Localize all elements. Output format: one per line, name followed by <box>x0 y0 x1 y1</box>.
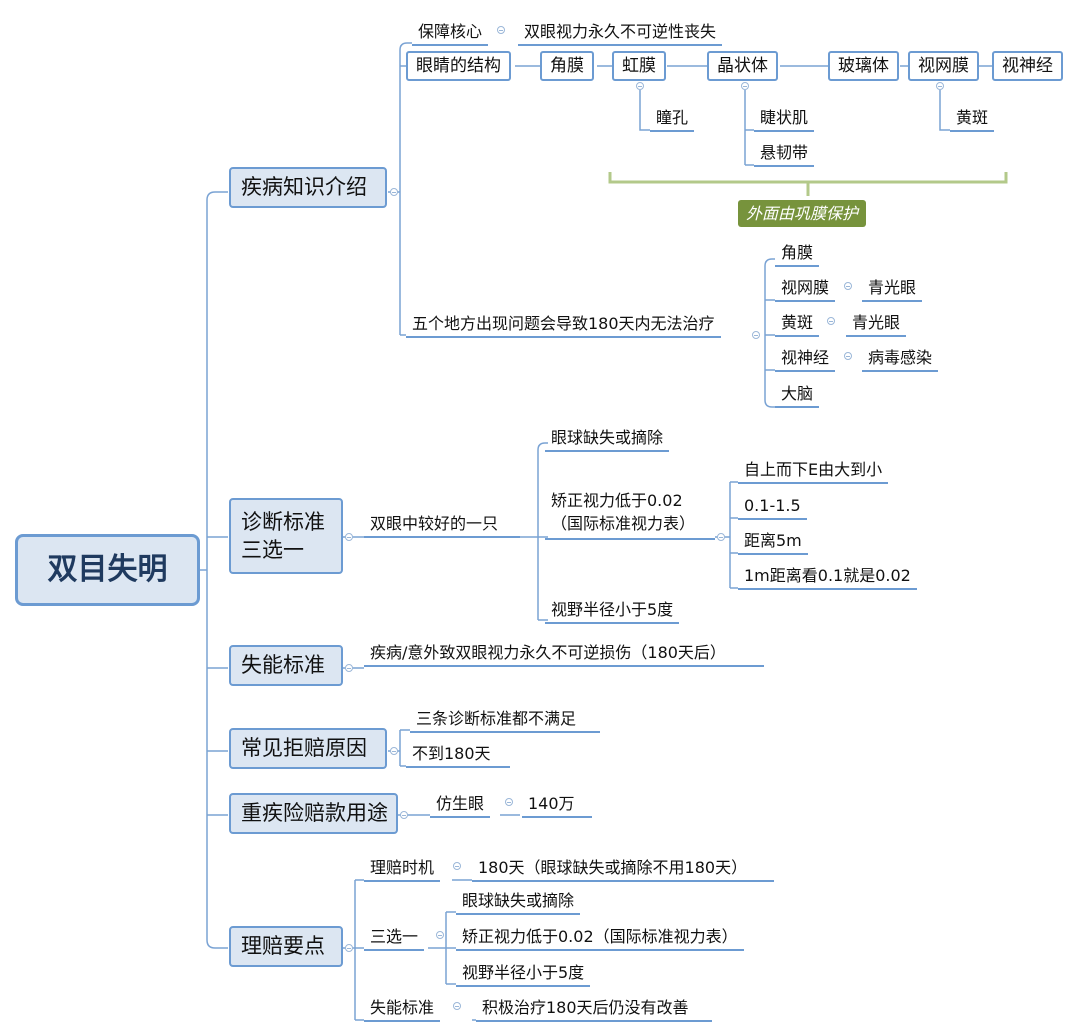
main-trunk <box>206 191 228 949</box>
disability-text[interactable]: 疾病/意外致双眼视力永久不可逆损伤（180天后） <box>364 641 764 668</box>
rejection-reason-standards[interactable]: 三条诊断标准都不满足 <box>410 707 600 734</box>
lens-connector <box>744 90 754 166</box>
collapse-toggle-core[interactable] <box>497 26 505 34</box>
usage-amount[interactable]: 140万 <box>522 792 592 819</box>
optic-issue[interactable]: 病毒感染 <box>862 346 939 373</box>
structure-brace <box>608 172 1008 196</box>
structure-optic-nerve[interactable]: 视神经 <box>992 51 1063 82</box>
claim-choose-field[interactable]: 视野半径小于5度 <box>456 961 591 988</box>
collapse-toggle-claim-timing[interactable] <box>453 862 461 870</box>
topic-usage[interactable]: 重疾险赔款用途 <box>229 793 398 835</box>
core-value[interactable]: 双眼视力永久不可逆性丧失 <box>518 20 723 47</box>
five-places-label[interactable]: 五个地方出现问题会导致180天内无法治疗 <box>406 312 721 339</box>
topic-disability[interactable]: 失能标准 <box>229 645 343 687</box>
better-eye[interactable]: 双眼中较好的一只 <box>364 512 520 539</box>
choose-trunk <box>428 911 456 985</box>
five-places-retina[interactable]: 视网膜 <box>775 276 836 303</box>
claim-choose-label[interactable]: 三选一 <box>364 925 425 952</box>
claim-disability-value[interactable]: 积极治疗180天后仍没有改善 <box>476 996 712 1023</box>
five-places-optic[interactable]: 视神经 <box>775 346 836 373</box>
collapse-toggle-claim[interactable] <box>345 944 353 952</box>
collapse-toggle-claim-choose[interactable] <box>436 931 444 939</box>
structure-vitreous[interactable]: 玻璃体 <box>828 51 899 82</box>
collapse-toggle-usage-item[interactable] <box>505 798 513 806</box>
retina-connector <box>939 90 950 131</box>
iris-child[interactable]: 瞳孔 <box>650 106 695 133</box>
retina-issue[interactable]: 青光眼 <box>862 276 923 303</box>
collapse-toggle-five-macula[interactable] <box>827 317 835 325</box>
diagnosis-option-field[interactable]: 视野半径小于5度 <box>545 598 680 625</box>
five-places-brain[interactable]: 大脑 <box>775 382 820 409</box>
collapse-toggle-disease[interactable] <box>390 188 398 196</box>
topic-rejection[interactable]: 常见拒赔原因 <box>229 728 387 770</box>
collapse-toggle-five-places[interactable] <box>752 331 760 339</box>
collapse-toggle-vision[interactable] <box>717 533 725 541</box>
lens-child-ciliary[interactable]: 睫状肌 <box>754 106 815 133</box>
structure-cornea[interactable]: 角膜 <box>540 51 594 82</box>
collapse-toggle-disability[interactable] <box>345 664 353 672</box>
root-node[interactable]: 双目失明 <box>15 534 200 606</box>
structure-lens[interactable]: 晶状体 <box>707 51 778 82</box>
lens-child-zonule[interactable]: 悬韧带 <box>754 141 815 168</box>
usage-item[interactable]: 仿生眼 <box>430 792 491 819</box>
claim-disability-label[interactable]: 失能标准 <box>364 996 441 1023</box>
collapse-toggle-claim-disability[interactable] <box>453 1002 461 1010</box>
topic-disease[interactable]: 疾病知识介绍 <box>229 167 387 209</box>
five-places-cornea[interactable]: 角膜 <box>775 241 820 268</box>
collapse-toggle-retina[interactable] <box>936 82 944 90</box>
collapse-toggle-lens[interactable] <box>741 82 749 90</box>
vision-detail-chart[interactable]: 自上而下E由大到小 <box>738 458 889 485</box>
collapse-toggle-iris[interactable] <box>636 82 644 90</box>
collapse-toggle-diagnosis[interactable] <box>345 533 353 541</box>
structure-retina[interactable]: 视网膜 <box>908 51 979 82</box>
collapse-toggle-usage[interactable] <box>400 811 408 819</box>
vision-detail-distance[interactable]: 距离5m <box>738 529 808 556</box>
five-places-trunk <box>764 258 775 408</box>
collapse-toggle-five-retina[interactable] <box>844 282 852 290</box>
sclera-callout[interactable]: 外面由巩膜保护 <box>738 200 867 228</box>
collapse-toggle-five-optic[interactable] <box>844 352 852 360</box>
structure-label[interactable]: 眼睛的结构 <box>406 51 511 82</box>
topic-diagnosis[interactable]: 诊断标准三选一 <box>229 498 343 574</box>
iris-connector <box>639 90 650 131</box>
five-places-macula[interactable]: 黄斑 <box>775 311 820 338</box>
macula-issue[interactable]: 青光眼 <box>846 311 907 338</box>
core-label[interactable]: 保障核心 <box>412 20 489 47</box>
vision-detail-range[interactable]: 0.1-1.5 <box>738 494 807 521</box>
claim-timing-value[interactable]: 180天（眼球缺失或摘除不用180天） <box>472 856 774 883</box>
vision-detail-conversion[interactable]: 1m距离看0.1就是0.02 <box>738 564 917 591</box>
claim-choose-vision[interactable]: 矫正视力低于0.02（国际标准视力表） <box>456 925 744 952</box>
diagnosis-trunk <box>343 442 548 621</box>
diagnosis-option-vision[interactable]: 矫正视力低于0.02（国际标准视力表） <box>545 487 715 541</box>
retina-child[interactable]: 黄斑 <box>950 106 995 133</box>
rejection-reason-days[interactable]: 不到180天 <box>406 742 510 769</box>
topic-claim[interactable]: 理赔要点 <box>229 926 343 968</box>
structure-iris[interactable]: 虹膜 <box>612 51 666 82</box>
collapse-toggle-rejection[interactable] <box>390 747 398 755</box>
claim-timing-label[interactable]: 理赔时机 <box>364 856 441 883</box>
claim-choose-eyeball[interactable]: 眼球缺失或摘除 <box>456 889 581 916</box>
diagnosis-option-eyeball[interactable]: 眼球缺失或摘除 <box>545 426 670 453</box>
